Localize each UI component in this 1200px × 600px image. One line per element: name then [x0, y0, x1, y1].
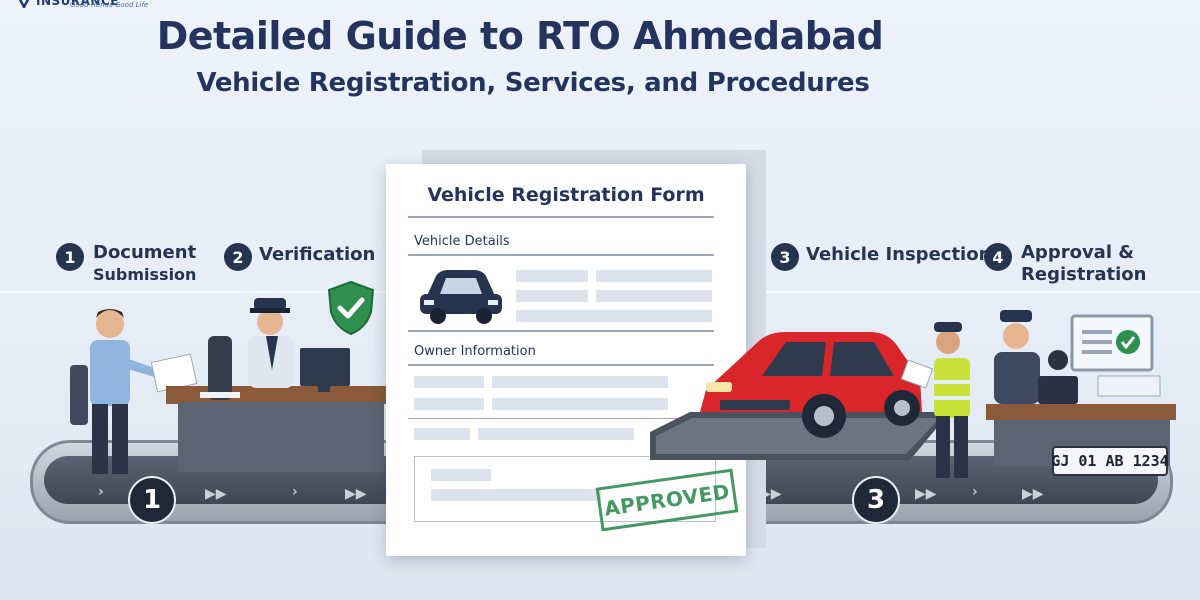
- form-field-bar: [478, 428, 634, 440]
- form-field-bar: [516, 270, 588, 282]
- brand-tagline: Good Hands·Good Life: [70, 1, 149, 9]
- form-field-bar: [431, 489, 601, 501]
- form-section-owner-information: Owner Information: [414, 344, 536, 359]
- step-4-label: Approval & Registration: [1021, 242, 1146, 286]
- step-2-label: Verification: [259, 244, 376, 265]
- arrow-icon: ▶▶: [205, 486, 227, 502]
- document-submission-illustration: [70, 298, 388, 474]
- step-3-label: Vehicle Inspection: [806, 244, 992, 265]
- form-field-bar: [596, 270, 712, 282]
- belt-marker-3: 3: [852, 476, 900, 524]
- form-rule: [408, 216, 714, 218]
- form-field-bar: [492, 398, 668, 410]
- brand-name: INSURANCE: [36, 0, 119, 8]
- form-remarks-box: [414, 456, 716, 522]
- arrow-icon: ▶▶: [915, 486, 937, 502]
- step-4-label-line1: Approval &: [1021, 242, 1134, 263]
- form-rule: [408, 330, 714, 332]
- form-field-bar: [414, 428, 470, 440]
- form-field-bar: [414, 398, 484, 410]
- step-1-label-line2: Submission: [93, 265, 197, 284]
- brand-shield-icon: [18, 0, 30, 8]
- step-4-number: 4: [984, 243, 1012, 271]
- step-1-label: Document Submission: [93, 242, 196, 286]
- brand-logo: INSURANCE Good Hands·Good Life: [8, 0, 148, 18]
- license-plate: GJ 01 AB 1234: [1051, 446, 1169, 476]
- step-2-number: 2: [224, 243, 252, 271]
- form-rule: [408, 364, 714, 366]
- form-rule: [408, 254, 714, 256]
- form-field-bar: [414, 376, 484, 388]
- arrow-icon: ▶▶: [345, 486, 367, 502]
- page-subtitle: Vehicle Registration, Services, and Proc…: [196, 68, 870, 98]
- page-title: Detailed Guide to RTO Ahmedabad: [156, 14, 884, 58]
- form-field-bar: [516, 290, 588, 302]
- arrow-icon: ›: [98, 484, 104, 500]
- vehicle-inspection-illustration: [650, 322, 970, 478]
- form-field-bar: [492, 376, 668, 388]
- arrow-icon: ▶▶: [1022, 486, 1044, 502]
- step-4-label-line2: Registration: [1021, 264, 1147, 285]
- approval-registration-illustration: [986, 310, 1176, 466]
- form-field-bar: [516, 310, 712, 322]
- car-icon: [420, 270, 502, 324]
- form-section-vehicle-details: Vehicle Details: [414, 234, 510, 249]
- form-title: Vehicle Registration Form: [427, 184, 705, 206]
- step-3-number: 3: [771, 243, 799, 271]
- arrow-icon: ›: [972, 484, 978, 500]
- step-1-label-line1: Document: [93, 242, 197, 263]
- verified-shield-icon: [327, 280, 375, 336]
- form-rule: [408, 418, 714, 419]
- arrow-icon: ›: [292, 484, 298, 500]
- belt-marker-1: 1: [128, 476, 176, 524]
- form-field-bar: [596, 290, 712, 302]
- step-1-number: 1: [56, 243, 84, 271]
- registration-form-document: Vehicle Registration Form Vehicle Detail…: [386, 164, 746, 556]
- form-field-bar: [431, 469, 491, 481]
